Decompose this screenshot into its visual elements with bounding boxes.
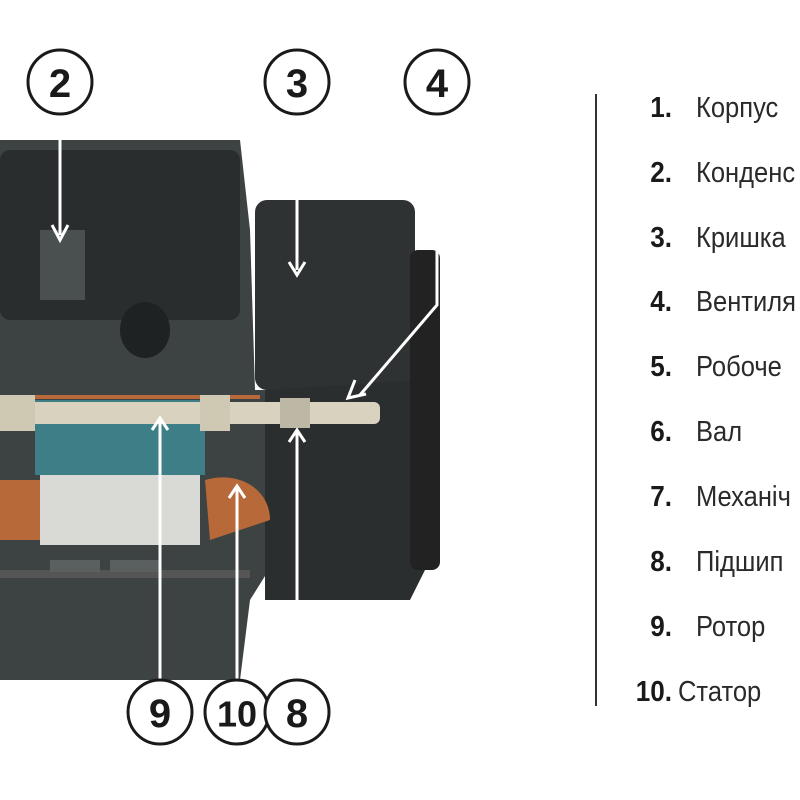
legend-item: 8. Підшип <box>600 542 795 582</box>
legend-label: Конденс <box>696 156 796 189</box>
rotor-core <box>40 475 200 545</box>
leader-lines <box>50 114 439 680</box>
callout-8: 8 <box>263 678 331 746</box>
legend-number: 6. <box>650 415 672 448</box>
motor-cutaway-diagram: 2 3 4 9 10 8 <box>0 48 471 746</box>
legend-number: 10. <box>635 675 672 708</box>
legend-item: 3. Кришка <box>600 218 798 258</box>
legend-item: 7. Механіч <box>600 477 800 517</box>
callout-10: 10 <box>203 678 271 746</box>
motor-illustration <box>0 140 440 680</box>
legend-item: 10.Статор <box>600 672 773 712</box>
bearing <box>280 398 310 428</box>
cable-gland <box>120 302 170 358</box>
callout-3: 3 <box>263 48 331 116</box>
svg-text:4: 4 <box>426 62 449 106</box>
legend-number: 3. <box>650 221 672 254</box>
legend-item: 1. Корпус <box>600 88 790 128</box>
legend-label: Статор <box>678 675 762 708</box>
legend-item: 6. Вал <box>600 412 748 452</box>
legend-number: 9. <box>650 610 672 643</box>
legend-number: 7. <box>650 480 672 513</box>
shaft <box>0 402 380 424</box>
svg-text:10: 10 <box>217 694 257 735</box>
legend-item: 5. Робоче <box>600 347 794 387</box>
svg-text:9: 9 <box>149 692 171 736</box>
legend-number: 5. <box>650 350 672 383</box>
legend-number: 8. <box>650 545 672 578</box>
svg-text:8: 8 <box>286 692 308 736</box>
divider <box>595 94 597 706</box>
stator-strip <box>0 395 260 399</box>
legend-number: 2. <box>650 156 672 189</box>
callout-4: 4 <box>403 48 471 116</box>
legend-label: Підшип <box>696 545 784 578</box>
pump-end <box>265 380 430 600</box>
legend-number: 1. <box>650 91 672 124</box>
capacitor-clamp <box>40 230 85 300</box>
legend-label: Вентиля <box>696 285 796 318</box>
legend-item: 9. Ротор <box>600 607 775 647</box>
svg-text:3: 3 <box>286 62 308 106</box>
svg-text:2: 2 <box>49 62 71 106</box>
legend-label: Вал <box>696 415 743 448</box>
legend-label: Ротор <box>696 610 766 643</box>
legend-label: Робоче <box>696 350 782 383</box>
legend-label: Кришка <box>696 221 786 254</box>
callout-9: 9 <box>126 678 194 746</box>
callout-2: 2 <box>26 48 94 116</box>
legend-item: 4. Вентиля <box>600 282 800 322</box>
legend-item: 2. Конденс <box>600 153 800 193</box>
legend-label: Корпус <box>696 91 779 124</box>
legend: 1. Корпус 2. Конденс 3. Кришка 4. Вентиля 5.… <box>600 0 800 800</box>
fan-cover <box>255 200 415 390</box>
capacitor-box <box>0 150 240 320</box>
legend-number: 4. <box>650 285 672 318</box>
legend-label: Механіч <box>696 480 791 513</box>
